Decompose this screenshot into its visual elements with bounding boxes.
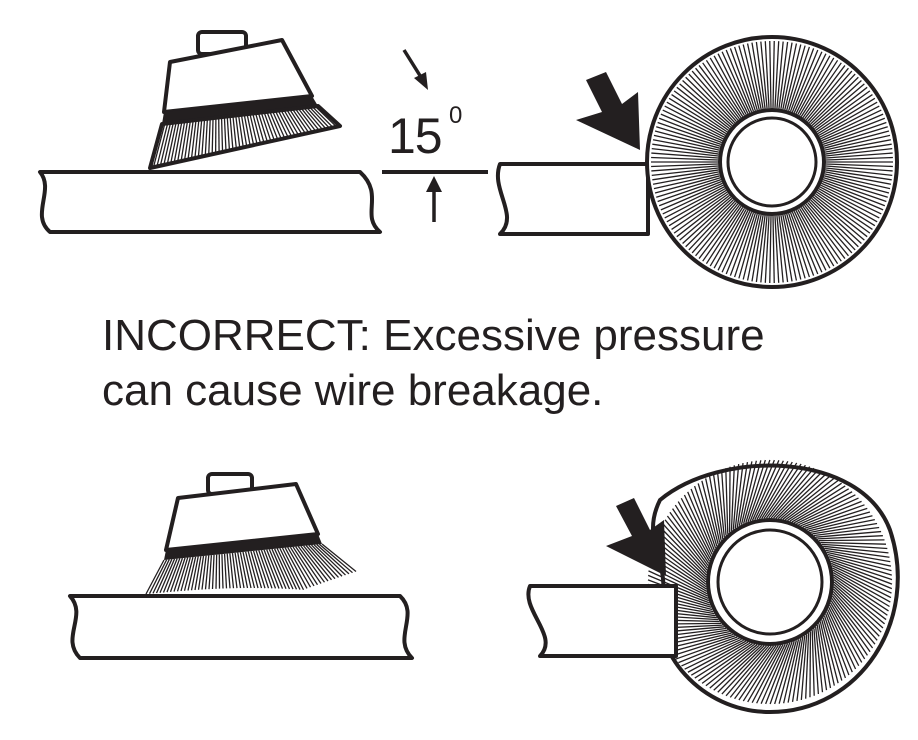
bottom-cup-brush-scene [68, 472, 414, 660]
angle-degree-mark: 0 [449, 102, 463, 129]
cup-brush-bristles [149, 105, 341, 169]
wheel-brush-light-pressure-icon [645, 35, 899, 289]
top-wheel-brush-scene [496, 35, 899, 289]
cup-brush-light-pressure-icon [148, 30, 342, 170]
top-left-workpiece [38, 170, 382, 234]
angle-indicator [382, 49, 488, 222]
top-right-workpiece [496, 162, 650, 236]
caption-line-1: INCORRECT: Excessive pressure [102, 311, 765, 360]
warning-caption: INCORRECT: Excessive pressure can cause … [102, 308, 862, 418]
pressure-arrow-icon [606, 498, 666, 576]
bottom-wheel-brush-scene [526, 459, 900, 715]
wheel-brush-excessive-pressure-icon [647, 459, 900, 715]
caption-line-2: can cause wire breakage. [102, 366, 604, 415]
top-cup-brush-scene [38, 30, 382, 234]
pressure-arrow-icon [576, 72, 640, 150]
angle-value: 15 [388, 108, 443, 164]
cup-brush-excessive-pressure-icon [145, 472, 357, 595]
bottom-right-workpiece [526, 584, 678, 658]
bottom-left-workpiece [68, 594, 414, 660]
